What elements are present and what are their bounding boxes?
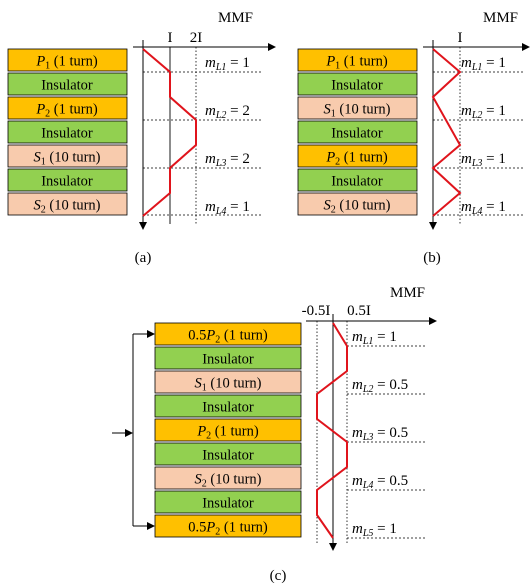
layer-label: Insulator [202,448,254,464]
panel-b-layer-stack: P1 (1 turn) Insulator S1 (10 turn) Insul… [297,48,418,216]
layer-label: Insulator [331,174,383,190]
layer-insulator [7,168,128,192]
layer-label: Insulator [41,174,93,190]
panel-caption: (c) [270,568,287,584]
layer-label: Insulator [202,352,254,368]
layer-insulator [154,394,302,418]
parallel-connection [112,330,155,530]
axis-title: MMF [390,285,425,301]
m-label: mL1 = 1 [461,55,506,73]
layer-label: 0.5P2 (1 turn) [188,328,268,346]
layer-label: P2 (1 turn) [35,102,98,120]
m-label: mL3 = 1 [461,151,506,169]
m-label: mL1 = 1 [352,329,397,347]
layer-label: Insulator [202,400,254,416]
layer-s1 [154,370,302,394]
layer-insulator [297,72,418,96]
layer-label: Insulator [202,496,254,512]
mmf-axis-arrowhead [522,43,530,51]
layer-label: Insulator [331,78,383,94]
layer-label: P2 (1 turn) [325,150,388,168]
panel-caption: (a) [135,250,152,266]
top-branch-arrowhead [147,330,155,338]
panel-a-layer-stack: P1 (1 turn) Insulator P2 (1 turn) Insula… [7,48,128,216]
m-label: mL3 = 0.5 [352,425,408,443]
layer-insulator [297,168,418,192]
layer-label: 0.5P2 (1 turn) [188,520,268,538]
bottom-branch-arrowhead [147,522,155,530]
m-label: mL2 = 2 [205,103,250,121]
panel-a: P1 (1 turn) Insulator P2 (1 turn) Insula… [7,10,276,266]
position-axis-arrowhead [139,222,147,230]
panel-c-layer-stack: 0.5P2 (1 turn) Insulator S1 (10 turn) In… [154,322,302,538]
mmf-axis-arrowhead [429,317,437,325]
layer-insulator [154,346,302,370]
m-label: mL2 = 0.5 [352,377,408,395]
layer-label: S2 (10 turn) [33,198,100,216]
layer-p1 [297,48,418,72]
layer-label: S2 (10 turn) [194,472,261,490]
panel-caption: (b) [423,250,441,266]
layer-label: S1 (10 turn) [33,150,100,168]
layer-label: Insulator [41,78,93,94]
layer-label: P2 (1 turn) [196,424,259,442]
tick-label-i: I [168,30,173,46]
layer-label: S2 (10 turn) [323,198,390,216]
layer-s2 [7,192,128,216]
input-feed-arrowhead [125,429,133,437]
m-label: mL4 = 0.5 [352,473,408,491]
position-axis-arrowhead [329,543,337,551]
mmf-profile-line [431,48,462,217]
layer-s2 [297,192,418,216]
layer-label: P1 (1 turn) [325,54,388,72]
tick-label-neg-half-i: -0.5I [302,303,331,319]
layer-label: P1 (1 turn) [35,54,98,72]
m-label: mL3 = 2 [205,151,250,169]
layer-insulator [154,490,302,514]
layer-label: Insulator [41,126,93,142]
tick-label-i: I [458,30,463,46]
layer-p2 [7,96,128,120]
position-axis-arrowhead [429,222,437,230]
m-label: mL1 = 1 [205,55,250,73]
layer-s1 [7,144,128,168]
layer-s1 [297,96,418,120]
m-label: mL4 = 1 [205,199,250,217]
axis-title: MMF [483,10,518,26]
mmf-axis-arrowhead [268,43,276,51]
layer-p2 [297,144,418,168]
mmf-profile-line [142,48,197,217]
panel-c: 0.5P2 (1 turn) Insulator S1 (10 turn) In… [112,285,437,584]
tick-label-half-i: 0.5I [347,303,371,319]
m-label: mL4 = 1 [461,199,506,217]
axis-title: MMF [218,10,253,26]
layer-p2 [154,418,302,442]
tick-label-2i: 2I [190,30,203,46]
layer-label: S1 (10 turn) [194,376,261,394]
layer-insulator [297,120,418,144]
mmf-profile-line [316,322,348,539]
layer-label: S1 (10 turn) [323,102,390,120]
layer-p1 [7,48,128,72]
layer-insulator [7,120,128,144]
layer-insulator [154,442,302,466]
layer-label: Insulator [331,126,383,142]
m-label: mL5 = 1 [352,521,397,539]
layer-s2 [154,466,302,490]
panel-b: P1 (1 turn) Insulator S1 (10 turn) Insul… [297,10,530,266]
layer-insulator [7,72,128,96]
m-label: mL2 = 1 [461,103,506,121]
